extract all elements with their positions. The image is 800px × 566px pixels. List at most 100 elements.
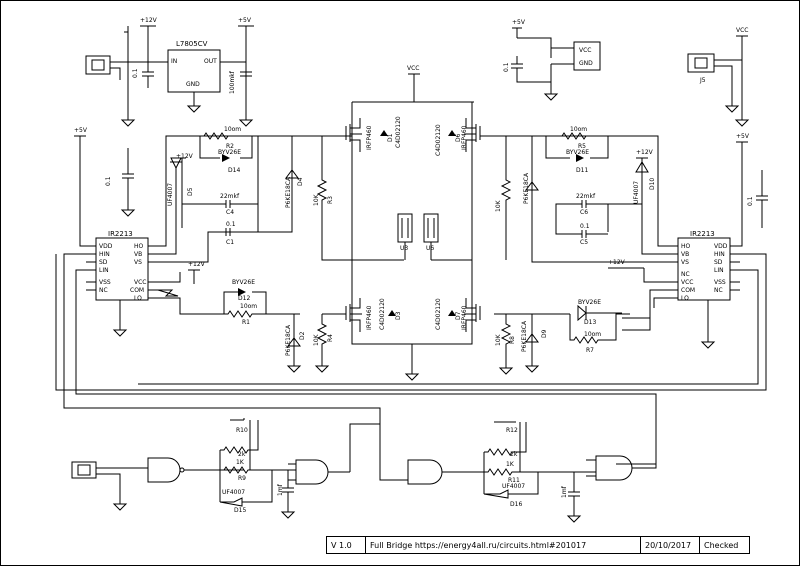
svg-text:L7805CV: L7805CV	[176, 40, 208, 48]
driver-ir2213-left: IR2213 VDD HIN SD LIN VSS NC HO VB VS VC…	[86, 230, 158, 337]
svg-text:SD: SD	[99, 259, 108, 266]
svg-text:VDD: VDD	[99, 243, 113, 250]
title-block: V 1.0 Full Bridge https://energy4all.ru/…	[326, 536, 750, 554]
svg-text:IN: IN	[171, 58, 177, 65]
mosfet-q4: IRFP460 C4D02120 D7	[435, 298, 481, 332]
svg-text:OUT: OUT	[204, 58, 217, 65]
svg-text:VDD: VDD	[714, 243, 728, 250]
power-labels-top-left: +12V +5V	[120, 17, 254, 127]
left-high-side: +5V 0.1 10om R2 BYV26E D14 +12V UF4007 D…	[74, 126, 352, 263]
svg-text:IRFP460: IRFP460	[366, 305, 373, 330]
svg-text:100mkf: 100mkf	[229, 70, 236, 94]
svg-text:SD: SD	[714, 259, 723, 266]
svg-text:10K: 10K	[495, 333, 502, 346]
svg-text:VS: VS	[134, 259, 142, 266]
svg-text:0.1: 0.1	[105, 176, 112, 186]
svg-text:2k: 2k	[510, 451, 518, 458]
svg-text:D10: D10	[649, 178, 656, 190]
svg-text:D16: D16	[510, 501, 522, 508]
svg-text:R8: R8	[509, 336, 516, 344]
svg-text:IRFP460: IRFP460	[461, 305, 468, 330]
svg-text:VCC: VCC	[681, 279, 693, 286]
hv-bus: VCC	[351, 65, 474, 381]
svg-text:UF4007: UF4007	[502, 483, 525, 490]
right-high-side: +5V 0.1 10om R5 BYV26E D11 +12V UF4007 D…	[480, 126, 768, 263]
svg-text:D7: D7	[455, 311, 462, 320]
svg-text:BYV26E: BYV26E	[578, 299, 601, 306]
svg-text:10om: 10om	[240, 303, 257, 310]
svg-text:BYV26E: BYV26E	[232, 279, 255, 286]
svg-text:P6KE18CA: P6KE18CA	[523, 172, 530, 204]
control-wires	[55, 253, 767, 468]
svg-text:+5V: +5V	[512, 19, 526, 26]
svg-text:NC: NC	[99, 287, 108, 294]
svg-text:U6: U6	[426, 245, 434, 252]
svg-text:VCC: VCC	[736, 27, 748, 34]
vcc-supply-block: +5V 0.1 VCC GND	[503, 19, 601, 101]
svg-text:+12V: +12V	[176, 153, 194, 160]
logic-right: R12 2k 1K R11 UF4007 D16 1mf	[379, 394, 657, 523]
output-u6: U6	[423, 213, 472, 261]
svg-text:P6KE18CA: P6KE18CA	[521, 320, 528, 352]
svg-text:NC: NC	[714, 287, 723, 294]
status-label: Checked	[704, 540, 739, 550]
date-label: 20/10/2017	[641, 537, 700, 553]
svg-text:22mkf: 22mkf	[576, 193, 596, 200]
nand-gate-1	[147, 457, 181, 483]
svg-text:IRFP460: IRFP460	[461, 125, 468, 150]
svg-text:HIN: HIN	[99, 251, 110, 258]
output-u3: U3	[352, 213, 413, 261]
svg-text:HO: HO	[134, 243, 144, 250]
svg-text:0.1: 0.1	[503, 62, 510, 72]
svg-text:+12V: +12V	[188, 261, 206, 268]
nand-gate-3	[407, 459, 443, 485]
svg-text:BYV26E: BYV26E	[218, 149, 241, 156]
svg-text:10K: 10K	[313, 193, 320, 206]
svg-text:HIN: HIN	[714, 251, 725, 258]
svg-text:VCC: VCC	[579, 47, 591, 54]
svg-text:10K: 10K	[495, 199, 502, 212]
svg-text:C4D02120: C4D02120	[435, 124, 442, 156]
svg-text:2k: 2k	[238, 451, 246, 458]
svg-text:0.1: 0.1	[747, 196, 754, 206]
svg-text:C1: C1	[226, 239, 234, 246]
version-label: V 1.0	[327, 537, 366, 553]
svg-text:D14: D14	[228, 167, 240, 174]
svg-text:+12V: +12V	[140, 17, 158, 24]
svg-text:LO: LO	[681, 295, 689, 302]
svg-text:1K: 1K	[236, 459, 245, 466]
svg-text:D9: D9	[541, 329, 548, 338]
svg-text:10om: 10om	[224, 126, 241, 133]
svg-text:10K: 10K	[313, 333, 320, 346]
svg-text:1mf: 1mf	[277, 483, 284, 496]
svg-text:BYV26E: BYV26E	[566, 149, 589, 156]
cap-c-in	[142, 62, 154, 88]
logic-left: R10 2k 1K R9 UF4007 D15 1mf	[71, 418, 380, 519]
right-low-side: +12V BYV26E D13 10om R7 10K R8 P6KE18CA …	[494, 259, 668, 375]
svg-text:R12: R12	[506, 427, 518, 434]
svg-text:NC: NC	[681, 271, 690, 278]
svg-text:IR2213: IR2213	[690, 230, 715, 238]
svg-text:D6: D6	[455, 133, 462, 142]
svg-text:+5V: +5V	[736, 133, 750, 140]
svg-text:+12V: +12V	[608, 259, 626, 266]
svg-text:+5V: +5V	[238, 17, 252, 24]
svg-text:C4D02120: C4D02120	[395, 116, 402, 148]
svg-text:IRFP460: IRFP460	[366, 125, 373, 150]
svg-text:VSS: VSS	[714, 279, 726, 286]
svg-text:R1: R1	[242, 319, 250, 326]
svg-text:0.1: 0.1	[226, 221, 236, 228]
svg-text:R2: R2	[226, 143, 234, 150]
svg-text:COM: COM	[681, 287, 695, 294]
svg-text:+5V: +5V	[74, 127, 88, 134]
svg-text:R11: R11	[508, 477, 520, 484]
regulator-l7805: L7805CV IN OUT GND 0.1 100mkf	[124, 31, 252, 120]
svg-text:VB: VB	[681, 251, 689, 258]
svg-text:VB: VB	[134, 251, 142, 258]
svg-text:COM: COM	[130, 287, 144, 294]
svg-text:D4: D4	[297, 177, 304, 186]
svg-text:0.1: 0.1	[580, 223, 590, 230]
svg-text:D3: D3	[395, 311, 402, 320]
mosfet-q2: IRFP460 C4D02120 D6	[435, 118, 481, 156]
